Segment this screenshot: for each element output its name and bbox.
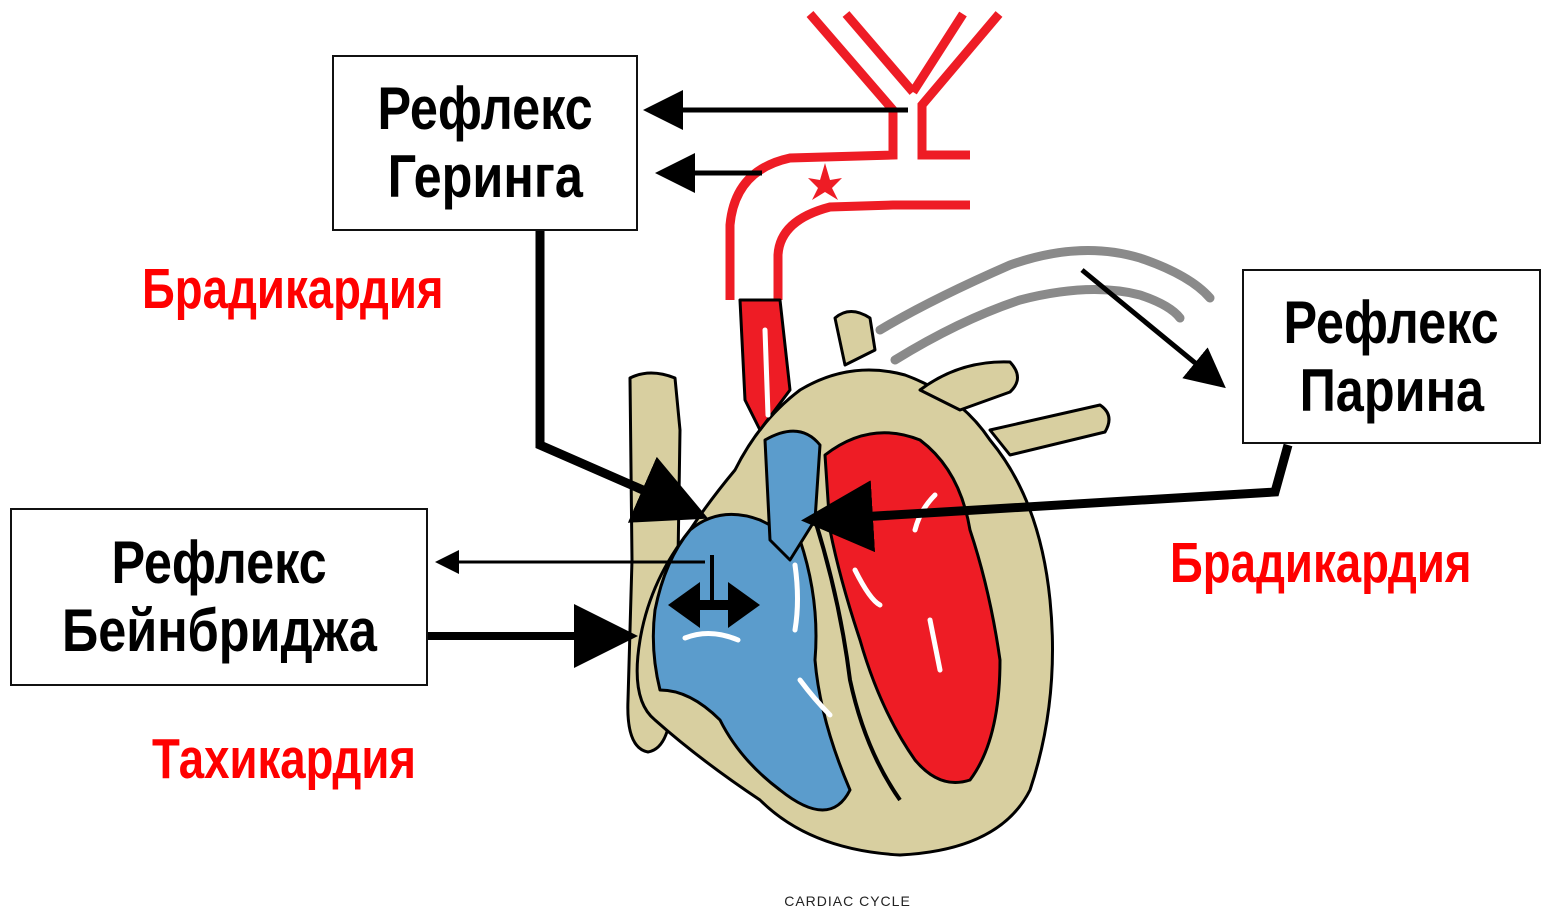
heart-body-icon bbox=[628, 300, 1109, 855]
bainbridge-reflex-line1: Рефлекс bbox=[111, 529, 326, 597]
parin-reflex-box: Рефлекс Парина bbox=[1242, 269, 1541, 444]
baroreceptor-star-icon bbox=[808, 163, 842, 200]
parin-reflex-line2: Парина bbox=[1299, 357, 1483, 425]
gering-effect-label: Брадикардия bbox=[142, 259, 443, 319]
figure-caption: CARDIAC CYCLE bbox=[0, 893, 1558, 909]
vagus-nerve-icon bbox=[880, 250, 1210, 360]
bainbridge-reflex-box: Рефлекс Бейнбриджа bbox=[10, 508, 428, 686]
gering-reflex-box: Рефлекс Геринга bbox=[332, 55, 638, 231]
bainbridge-effect-label: Тахикардия bbox=[152, 729, 416, 789]
parin-effect-label: Брадикардия bbox=[1170, 533, 1471, 593]
bainbridge-reflex-line2: Бейнбриджа bbox=[62, 597, 377, 665]
gering-reflex-line1: Рефлекс bbox=[377, 75, 592, 143]
gering-reflex-line2: Геринга bbox=[387, 143, 582, 211]
parin-reflex-line1: Рефлекс bbox=[1284, 289, 1499, 357]
carotid-bifurcation-icon bbox=[730, 14, 999, 300]
